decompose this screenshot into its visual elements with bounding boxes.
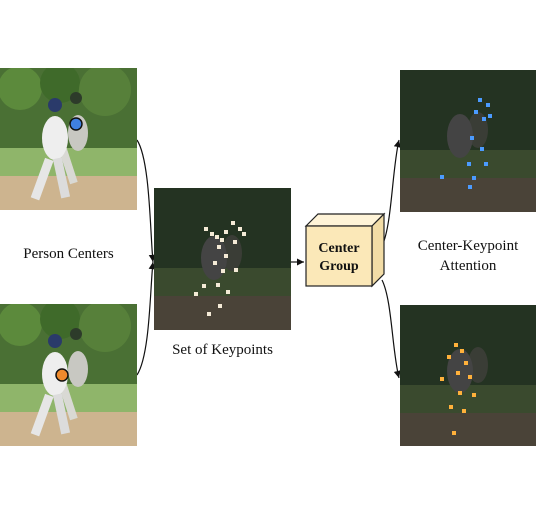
arrow-top-center-to-keypoints bbox=[136, 139, 156, 263]
arrow-bottom-center-to-keypoints bbox=[136, 261, 156, 376]
orange-keypoint-markers bbox=[440, 343, 476, 435]
person-center-image-top bbox=[0, 68, 137, 210]
keypoint-markers bbox=[194, 221, 246, 316]
person-centers-label: Person Centers bbox=[23, 246, 114, 262]
person-center-marker-top bbox=[69, 117, 83, 131]
arrow-group-to-top-attention bbox=[381, 139, 401, 247]
arrow-group-to-bottom-attention bbox=[381, 279, 401, 379]
center-group-label-line1: Center bbox=[318, 241, 359, 256]
blue-keypoint-markers bbox=[440, 98, 492, 189]
set-of-keypoints-label: Set of Keypoints bbox=[172, 342, 273, 358]
keypoints-image bbox=[154, 188, 291, 330]
attention-image-bottom bbox=[400, 305, 536, 446]
center-group-label-line2: Group bbox=[319, 259, 359, 274]
attention-image-top bbox=[400, 70, 536, 212]
center-keypoint-attention-line1: Center-Keypoint bbox=[417, 238, 519, 254]
center-group-box: Center Group bbox=[304, 212, 386, 290]
center-keypoint-attention-line2: Attention bbox=[439, 258, 497, 274]
person-center-image-bottom bbox=[0, 304, 137, 446]
person-center-marker-bottom bbox=[55, 368, 69, 382]
center-keypoint-attention-label: Center-Keypoint Attention bbox=[400, 236, 536, 276]
